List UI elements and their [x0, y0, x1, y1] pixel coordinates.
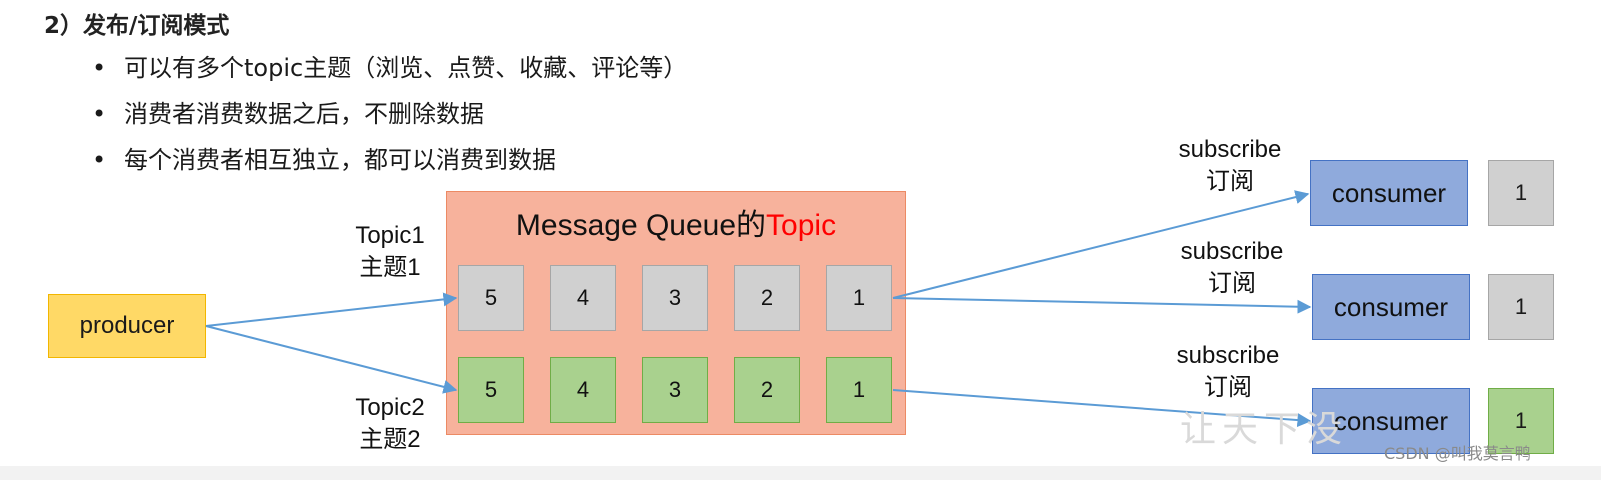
topic2-label-en: Topic2	[355, 394, 425, 421]
topic1-label-cn: 主题1	[359, 254, 421, 281]
bullet-item: • 可以有多个topic主题（浏览、点赞、收藏、评论等）	[92, 48, 687, 83]
subscribe-label: subscribe 订阅	[1158, 340, 1298, 404]
topic2-label: Topic2 主题2	[340, 392, 440, 456]
section-heading: 2）发布/订阅模式	[44, 13, 230, 39]
topic2-message: 3	[642, 357, 708, 423]
topic1-message: 1	[826, 265, 892, 331]
arrow-producer-to-topic2	[205, 325, 458, 394]
queue-title-main: Message Queue的	[515, 209, 767, 242]
bullet-dot-icon: •	[92, 54, 107, 82]
bullet-text: 可以有多个topic主题（浏览、点赞、收藏、评论等）	[124, 54, 688, 82]
csdn-watermark: CSDN @叫我莫言鸭	[1384, 444, 1531, 463]
bottom-strip	[0, 466, 1601, 480]
consumer-box: consumer	[1310, 160, 1468, 226]
subscribe-label-cn: 订阅	[1204, 374, 1252, 401]
topic2-message: 1	[826, 357, 892, 423]
bullet-dot-icon: •	[92, 146, 107, 174]
bullet-dot-icon: •	[92, 100, 107, 128]
subscribe-label-cn: 订阅	[1206, 168, 1254, 195]
subscribe-label-en: subscribe	[1176, 342, 1280, 369]
topic2-label-cn: 主题2	[359, 426, 421, 453]
topic1-label: Topic1 主题1	[340, 220, 440, 284]
topic2-message: 2	[734, 357, 800, 423]
subscribe-label-en: subscribe	[1178, 136, 1282, 163]
arrow-topic1-to-consumer1	[892, 190, 1310, 299]
topic2-message: 4	[550, 357, 616, 423]
bullet-text: 消费者消费数据之后，不删除数据	[124, 100, 484, 128]
consumer-received-message: 1	[1488, 160, 1554, 226]
subscribe-label-en: subscribe	[1180, 238, 1284, 265]
faint-watermark: 让天下没	[1180, 409, 1349, 450]
consumer-box: consumer	[1312, 388, 1470, 454]
arrow-topic2-to-consumer3	[892, 389, 1312, 428]
bullet-item: • 每个消费者相互独立，都可以消费到数据	[92, 140, 556, 175]
consumer-box: consumer	[1312, 274, 1470, 340]
consumer-received-message: 1	[1488, 388, 1554, 454]
topic1-message: 4	[550, 265, 616, 331]
subscribe-label-cn: 订阅	[1208, 270, 1256, 297]
topic2-message: 5	[458, 357, 524, 423]
topic1-message: 3	[642, 265, 708, 331]
topic1-message: 5	[458, 265, 524, 331]
queue-title: Message Queue的Topic	[446, 200, 906, 244]
arrow-producer-to-topic1	[205, 292, 458, 327]
topic1-message: 2	[734, 265, 800, 331]
consumer-received-message: 1	[1488, 274, 1554, 340]
bullet-item: • 消费者消费数据之后，不删除数据	[92, 94, 484, 129]
producer-box: producer	[48, 294, 206, 358]
queue-title-highlight: Topic	[766, 209, 837, 242]
subscribe-label: subscribe 订阅	[1162, 236, 1302, 300]
bullet-text: 每个消费者相互独立，都可以消费到数据	[124, 146, 556, 174]
topic1-label-en: Topic1	[355, 222, 425, 249]
arrow-topic1-to-consumer2	[892, 297, 1312, 314]
subscribe-label: subscribe 订阅	[1160, 134, 1300, 198]
